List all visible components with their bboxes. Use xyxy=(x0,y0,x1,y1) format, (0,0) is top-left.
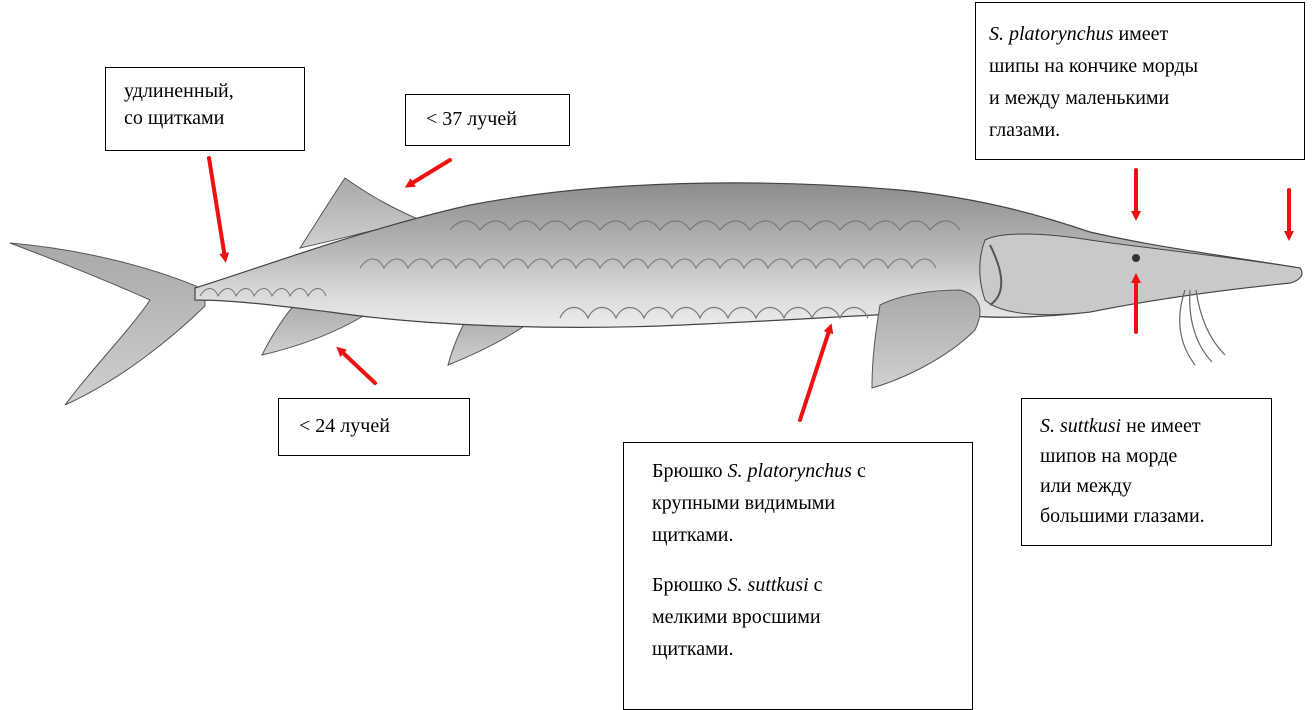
label-head-top-line4: глазами. xyxy=(989,114,1304,146)
label-belly-p2-species: S. suttkusi xyxy=(728,574,809,596)
label-tail: удлиненный, со щитками xyxy=(105,67,305,151)
label-anal-text: < 24 лучей xyxy=(299,413,469,440)
arrow-dorsal xyxy=(409,160,450,185)
label-head-top-line2: шипы на кончике морды xyxy=(989,50,1304,82)
label-belly-p1-prefix: Брюшко xyxy=(652,460,728,482)
caudal-fin xyxy=(10,243,205,405)
label-head-bottom-line4: большими глазами. xyxy=(1040,501,1271,531)
barbels xyxy=(1180,290,1225,365)
label-head-top-line3: и между маленькими xyxy=(989,82,1304,114)
label-dorsal-text: < 37 лучей xyxy=(426,106,569,133)
label-head-top-line1: имеет xyxy=(1113,23,1168,45)
label-belly-p1-species: S. platorynchus xyxy=(728,460,852,482)
label-head-bottom: S. suttkusi не имеет шипов на морде или … xyxy=(1021,398,1272,546)
label-head-bottom-line1: не имеет xyxy=(1121,415,1200,437)
label-belly-p1-suffix: с xyxy=(852,460,866,482)
arrow-tail xyxy=(209,158,225,258)
label-belly-p2-line3: щитками. xyxy=(652,633,972,665)
pectoral-fin xyxy=(872,290,980,388)
label-belly-p1-line3: щитками. xyxy=(652,519,972,551)
label-belly-p2-prefix: Брюшко xyxy=(652,574,728,596)
label-belly-p1-line2: крупными видимыми xyxy=(652,487,972,519)
label-head-bottom-line3: или между xyxy=(1040,471,1271,501)
label-head-top-species: S. platorynchus xyxy=(989,23,1113,45)
label-anal: < 24 лучей xyxy=(278,398,470,456)
label-belly-p2-suffix: с xyxy=(809,574,823,596)
label-head-bottom-species: S. suttkusi xyxy=(1040,415,1121,437)
arrow-belly xyxy=(800,328,830,420)
label-belly: Брюшко S. platorynchus с крупными видимы… xyxy=(623,442,973,710)
label-tail-line2: со щитками xyxy=(124,105,304,132)
label-dorsal: < 37 лучей xyxy=(405,94,570,146)
label-belly-p2-line2: мелкими вросшими xyxy=(652,601,972,633)
fish-eye xyxy=(1132,254,1140,262)
label-head-bottom-line2: шипов на морде xyxy=(1040,441,1271,471)
arrow-anal xyxy=(340,350,375,383)
label-head-top: S. platorynchus имеет шипы на кончике мо… xyxy=(975,2,1305,160)
label-tail-line1: удлиненный, xyxy=(124,78,304,105)
